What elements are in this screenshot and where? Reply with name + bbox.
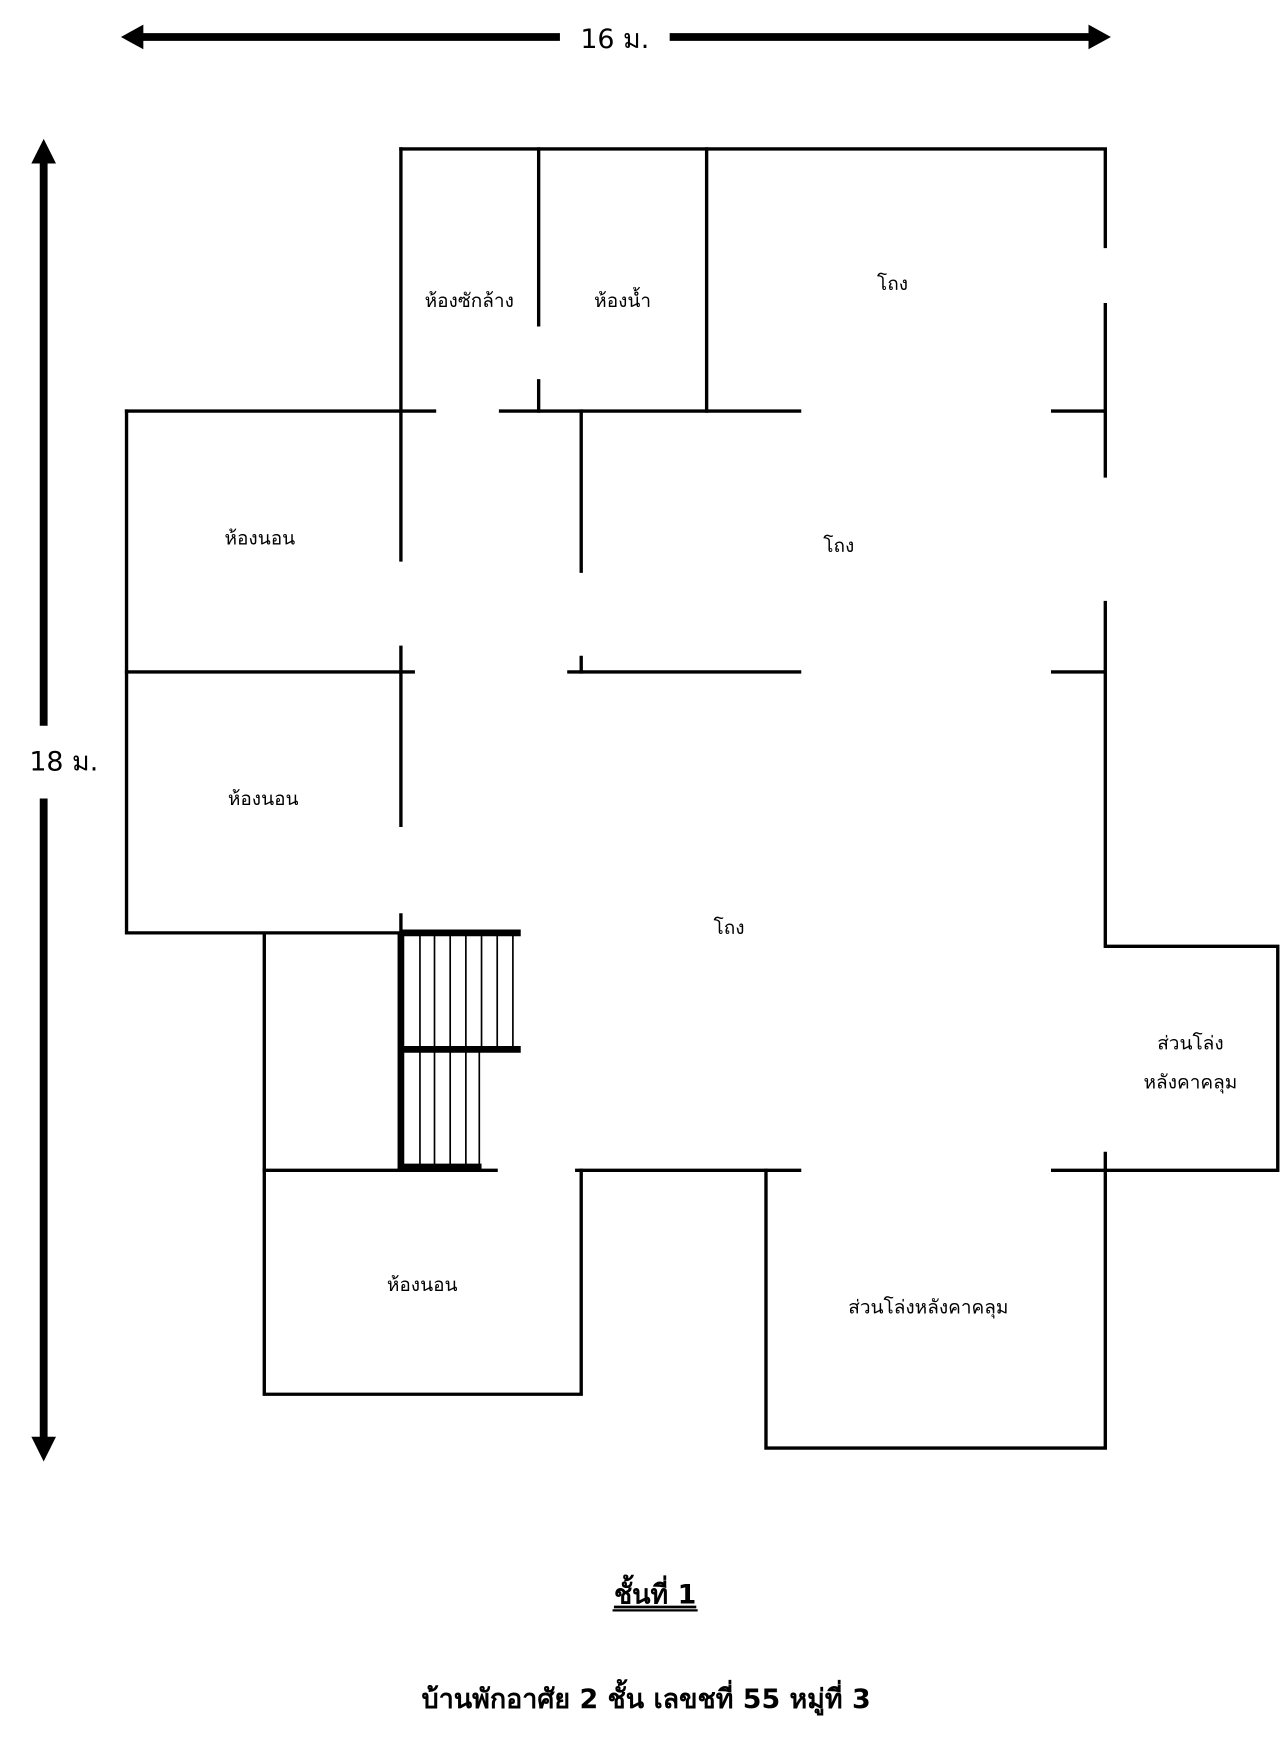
room-hall-middle: โถง <box>823 534 854 557</box>
walls <box>124 147 1280 1450</box>
depth-dimension: 18 ม. <box>29 138 98 1462</box>
width-label: 16 ม. <box>580 24 649 55</box>
room-bedroom-2: ห้องนอน <box>228 788 299 810</box>
room-bedroom-1: ห้องนอน <box>224 527 295 549</box>
arrow-left-icon <box>120 24 144 50</box>
room-covered-right-line2: หลังคาคลุม <box>1144 1072 1238 1095</box>
room-laundry: ห้องซักล้าง <box>425 290 514 312</box>
arrow-right-icon <box>1088 24 1111 50</box>
arrow-up-icon <box>31 138 56 164</box>
caption: บ้านพักอาศัย 2 ชั้น เลขชที่ 55 หมู่ที่ 3 <box>422 1678 871 1716</box>
room-bathroom: ห้องน้ำ <box>594 287 651 312</box>
width-dimension: 16 ม. <box>120 24 1111 55</box>
room-hall-main: โถง <box>714 916 745 939</box>
room-hall-top: โถง <box>877 272 908 295</box>
room-covered-bottom: ส่วนโล่งหลังคาคลุม <box>848 1296 1008 1320</box>
room-bedroom-3: ห้องนอน <box>387 1274 458 1296</box>
staircase <box>397 929 521 1171</box>
arrow-down-icon <box>31 1436 56 1462</box>
depth-label: 18 ม. <box>29 746 98 777</box>
room-covered-right-line1: ส่วนโล่ง <box>1157 1031 1223 1054</box>
floor-title: ชั้นที่ 1 <box>614 1574 696 1611</box>
